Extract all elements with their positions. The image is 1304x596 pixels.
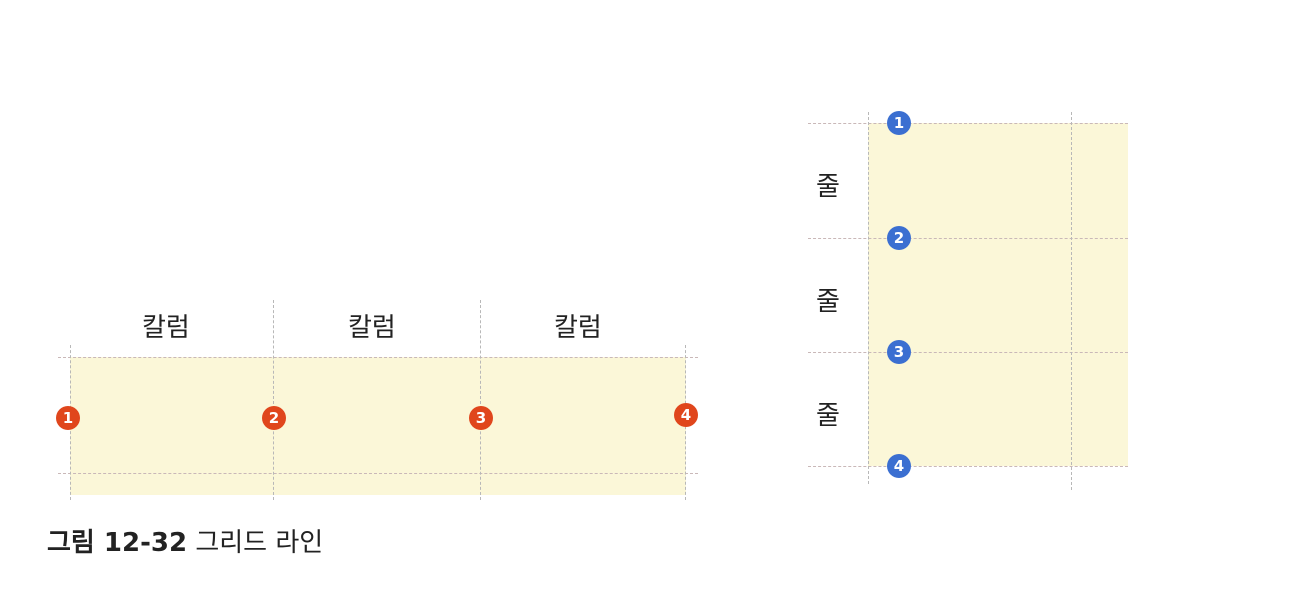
column-line-number-marker: 4 (674, 403, 698, 427)
row-line-3 (808, 352, 1128, 353)
row-line-4 (808, 466, 1128, 467)
column-line-number-marker: 3 (469, 406, 493, 430)
column-grid-area (70, 357, 686, 495)
row-label: 줄 (816, 401, 840, 431)
column-line-number-marker: 2 (262, 406, 286, 430)
row-grid-left-line (868, 112, 869, 484)
column-line-3 (480, 300, 481, 500)
column-grid-top-line (58, 357, 698, 358)
column-label: 칼럼 (554, 313, 602, 343)
row-line-2 (808, 238, 1128, 239)
row-grid-area (868, 123, 1128, 466)
row-label: 줄 (816, 287, 840, 317)
row-line-number-marker: 4 (887, 454, 911, 478)
row-line-number-marker: 2 (887, 226, 911, 250)
figure-number: 그림 12-32 (47, 528, 188, 558)
row-line-number-marker: 3 (887, 340, 911, 364)
column-label: 칼럼 (142, 313, 190, 343)
column-label: 칼럼 (348, 313, 396, 343)
column-grid-bottom-line (58, 473, 698, 474)
figure-title: 그리드 라인 (195, 528, 324, 558)
column-line-2 (273, 300, 274, 500)
figure-caption: 그림 12-32 그리드 라인 (47, 526, 323, 560)
row-line-number-marker: 1 (887, 111, 911, 135)
row-line-1 (808, 123, 1128, 124)
row-label: 줄 (816, 172, 840, 202)
column-line-number-marker: 1 (56, 406, 80, 430)
row-grid-mid-line (1071, 112, 1072, 490)
